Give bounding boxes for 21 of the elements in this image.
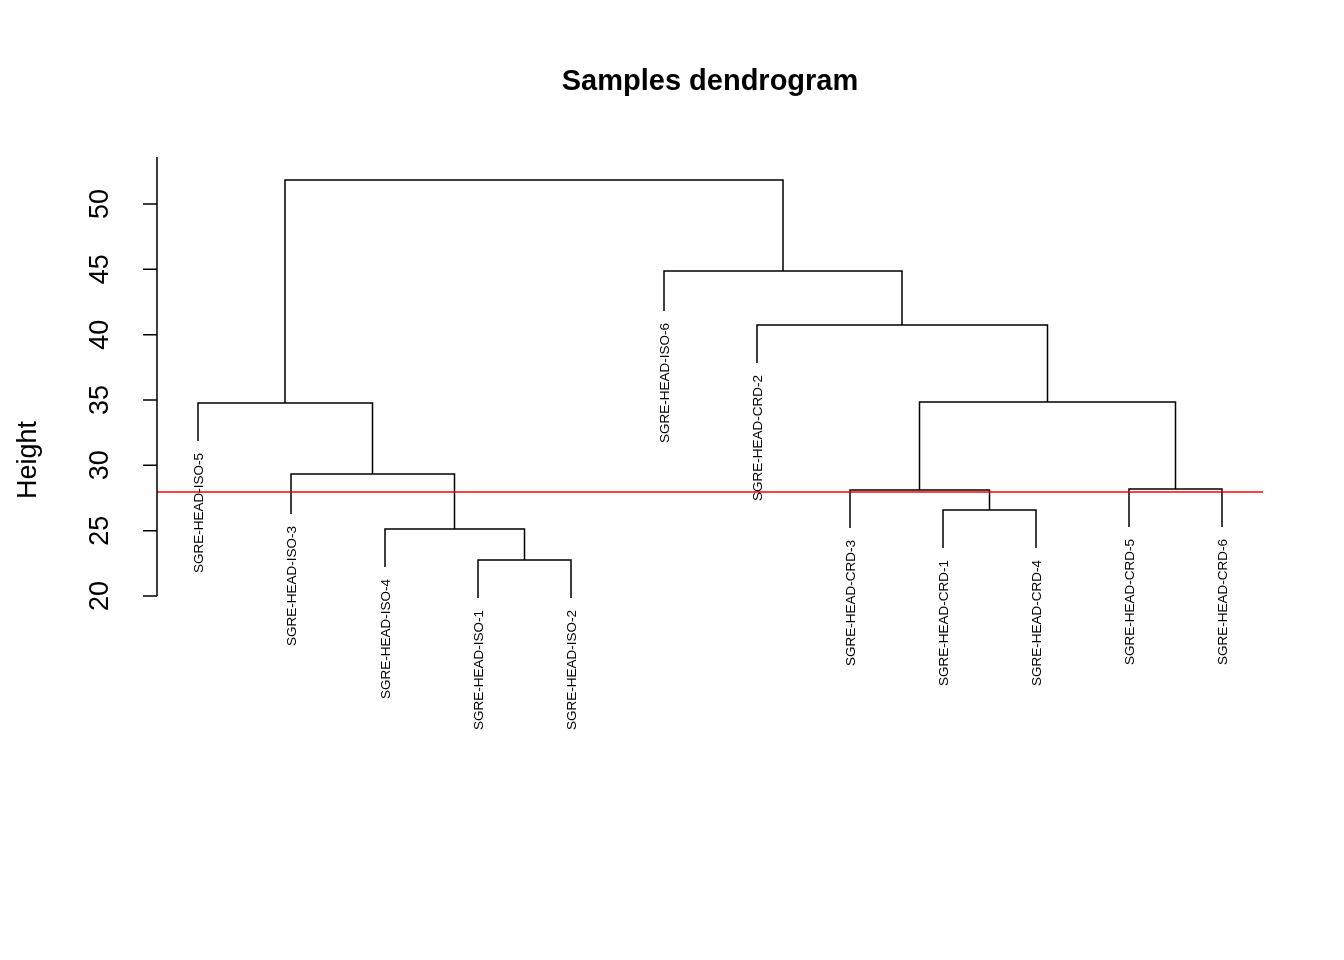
leaf-label: SGRE-HEAD-ISO-4 bbox=[378, 579, 393, 700]
leaf-label: SGRE-HEAD-ISO-2 bbox=[564, 610, 579, 731]
tick-label: 40 bbox=[84, 319, 114, 350]
tick-label: 20 bbox=[84, 581, 114, 611]
leaf-label: SGRE-HEAD-ISO-1 bbox=[471, 610, 486, 731]
leaf-label: SGRE-HEAD-CRD-1 bbox=[936, 560, 951, 686]
axis-title: Height bbox=[12, 421, 42, 499]
tick-label: 45 bbox=[84, 254, 114, 285]
chart-title: Samples dendrogram bbox=[561, 64, 859, 96]
leaf-label: SGRE-HEAD-CRD-4 bbox=[1029, 560, 1044, 686]
tick-label: 50 bbox=[84, 188, 114, 219]
leaf-label: SGRE-HEAD-CRD-2 bbox=[750, 375, 765, 501]
leaf-label: SGRE-HEAD-CRD-3 bbox=[843, 540, 858, 666]
tick-label: 25 bbox=[84, 515, 114, 546]
leaf-label: SGRE-HEAD-CRD-5 bbox=[1122, 539, 1137, 665]
leaf-label: SGRE-HEAD-ISO-6 bbox=[657, 323, 672, 444]
leaf-label: SGRE-HEAD-ISO-5 bbox=[191, 453, 206, 574]
leaf-label: SGRE-HEAD-CRD-6 bbox=[1215, 539, 1230, 665]
tick-label: 30 bbox=[84, 450, 114, 481]
leaf-label: SGRE-HEAD-ISO-3 bbox=[284, 526, 299, 647]
tick-label: 35 bbox=[84, 384, 114, 415]
